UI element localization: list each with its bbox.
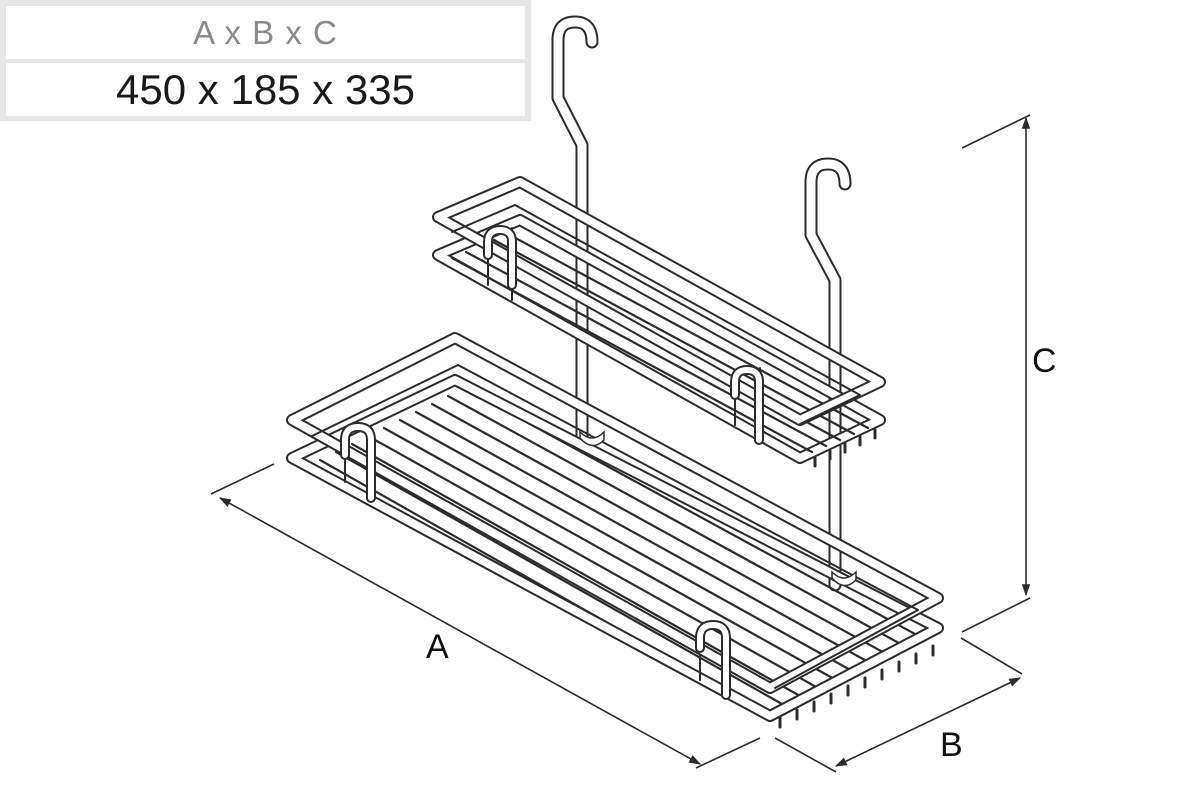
label-c: C <box>1032 342 1057 380</box>
rod-left <box>551 15 599 452</box>
rod-knobs <box>579 430 857 587</box>
label-b: B <box>940 726 963 764</box>
hanging-rods <box>551 15 852 592</box>
dimension-b <box>774 637 1023 773</box>
rod-right <box>804 157 852 592</box>
upper-shelf <box>432 176 886 468</box>
dimension-c <box>961 114 1031 633</box>
dimension-a <box>210 463 761 769</box>
label-a: A <box>426 628 449 666</box>
dimension-values: 450 x 185 x 335 <box>6 63 525 116</box>
dimension-header: A x B x C <box>6 6 525 59</box>
dimension-table: A x B x C 450 x 185 x 335 <box>0 0 531 121</box>
